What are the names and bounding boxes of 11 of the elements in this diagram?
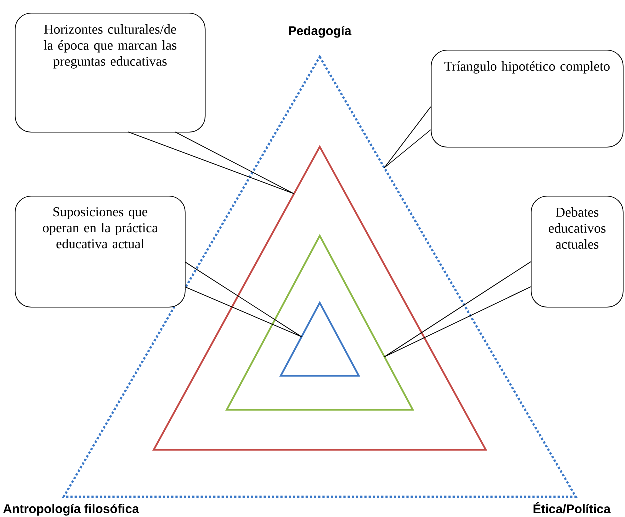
callout-pointer [184, 262, 302, 338]
vertex-label: Pedagogía [289, 26, 352, 38]
callout-box: Tríangulo hipotético completo [431, 50, 624, 148]
callout-box: Suposiciones que operan en la práctica educativa actual [15, 196, 186, 308]
callout-box: Horizontes culturales/de la época que marcan las preguntas educativas [15, 13, 206, 133]
callout-pointer [384, 106, 432, 168]
callout-pointer [384, 262, 532, 358]
vertex-label: Antropología filosófica [4, 504, 140, 516]
vertex-label: Ética/Política [534, 502, 611, 514]
callout-box: Debates educativos actuales [531, 196, 624, 308]
callout-pointer [128, 132, 295, 194]
